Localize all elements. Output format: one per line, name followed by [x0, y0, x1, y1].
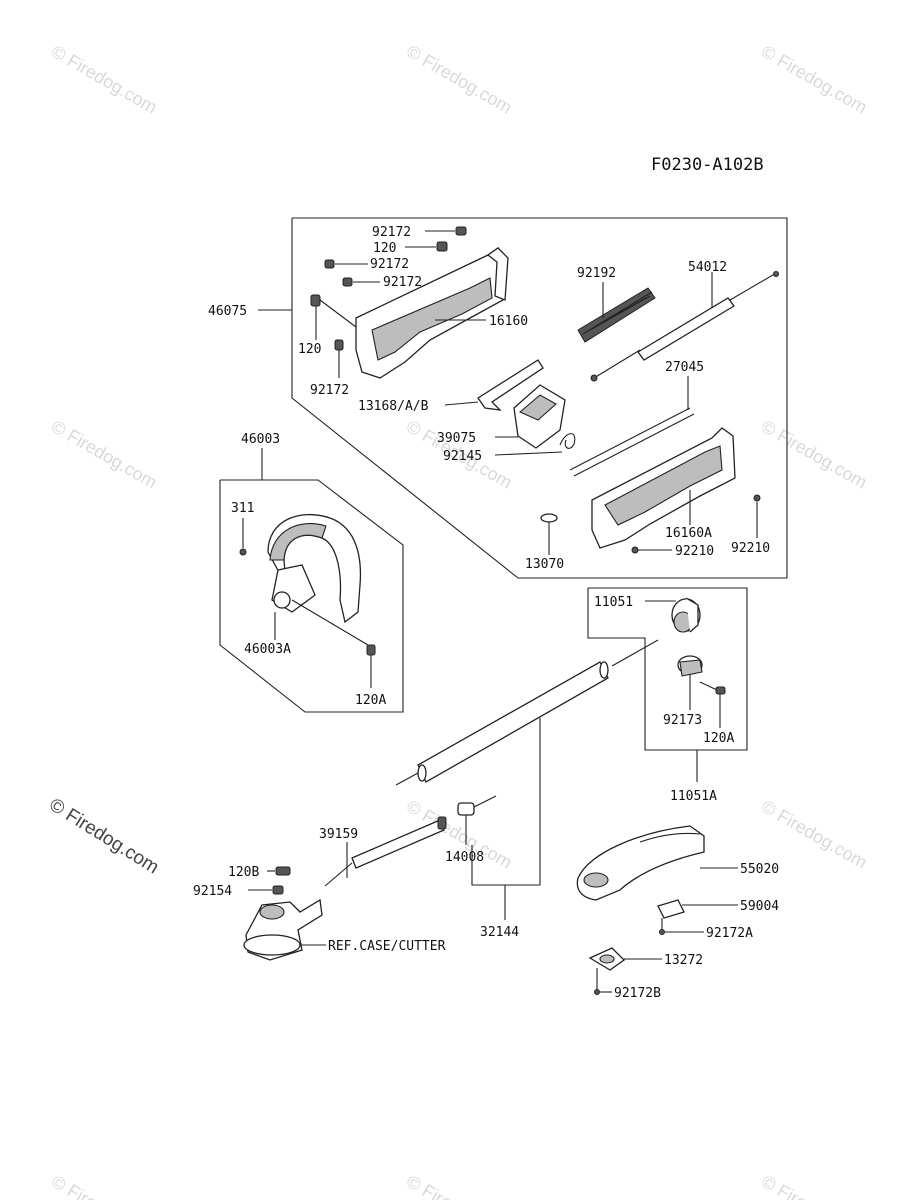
bolt-120-b	[310, 294, 361, 340]
plate-13272	[588, 947, 662, 990]
loop-handle-46003	[239, 513, 369, 646]
label-92172-b: 92172	[370, 257, 409, 272]
watermark-top-center: © Firedog.com	[403, 41, 515, 117]
watermark-mid-right: © Firedog.com	[758, 416, 870, 492]
bolt-92172-c	[342, 277, 380, 287]
label-16160a: 16160A	[665, 526, 712, 541]
label-46003: 46003	[241, 432, 280, 447]
holder-11051	[645, 597, 703, 710]
label-11051: 11051	[594, 595, 633, 610]
label-92154: 92154	[193, 884, 232, 899]
spring-92145	[494, 433, 576, 456]
lock-39075	[495, 384, 566, 449]
label-92145: 92145	[443, 449, 482, 464]
label-39159: 39159	[319, 827, 358, 842]
label-13070: 13070	[525, 557, 564, 572]
watermark-bottom-right: © Firedog.com	[758, 1171, 870, 1200]
label-16160: 16160	[489, 314, 528, 329]
bolt-92210-b	[753, 494, 761, 538]
bolt-92172b	[594, 989, 612, 995]
label-120-a: 120	[373, 241, 396, 256]
label-92172b: 92172B	[614, 986, 661, 1001]
bolt-120-a	[405, 241, 448, 252]
lever-13168	[444, 359, 544, 411]
label-27045: 27045	[665, 360, 704, 375]
diagram-code-text: F0230-A102B	[651, 155, 764, 175]
bolt-92172-d	[334, 339, 344, 378]
bolt-120b	[267, 866, 291, 876]
label-59004: 59004	[740, 899, 779, 914]
label-92210-b: 92210	[731, 541, 770, 556]
cable-54012	[590, 271, 779, 382]
label-92172-c: 92172	[383, 275, 422, 290]
gear-case	[243, 898, 326, 961]
shaft-tube	[395, 639, 659, 786]
label-ref-case-cutter: REF.CASE/CUTTER	[328, 939, 446, 954]
label-46003a: 46003A	[244, 642, 291, 657]
plate-59004	[657, 899, 738, 930]
bushing-14008	[457, 795, 497, 845]
group-outlines	[219, 217, 788, 920]
outline-46075	[291, 217, 788, 579]
label-92172-a: 92172	[372, 225, 411, 240]
handle-16160a	[591, 427, 736, 554]
watermark-mid-left: © Firedog.com	[48, 416, 160, 492]
label-46075: 46075	[208, 304, 247, 319]
bolt-120a-b	[699, 681, 726, 728]
bolt-92154	[248, 885, 284, 895]
label-120b: 120B	[228, 865, 259, 880]
outline-32144	[471, 718, 541, 886]
wire-27045	[569, 376, 695, 477]
bolt-120a-a	[366, 644, 376, 688]
label-14008: 14008	[445, 850, 484, 865]
label-55020: 55020	[740, 862, 779, 877]
label-32144: 32144	[480, 925, 519, 940]
label-92210-a: 92210	[675, 544, 714, 559]
watermark-top-left: © Firedog.com	[48, 41, 160, 117]
spring-92192	[577, 282, 656, 343]
bolt-92172a	[659, 929, 704, 935]
bolt-92172-b	[324, 259, 368, 269]
watermark-bottom-left: © Firedog.com	[48, 1171, 160, 1200]
washer-13070	[540, 513, 558, 555]
label-120-b: 120	[298, 342, 321, 357]
label-120a-a: 120A	[355, 693, 386, 708]
watermark-main: © Firedog.com	[45, 794, 162, 878]
diagram-code: F0230-A102B	[651, 155, 764, 175]
handle-16160	[355, 247, 509, 379]
watermark-bottom-center: © Firedog.com	[403, 1171, 515, 1200]
label-54012: 54012	[688, 260, 727, 275]
outline-11051a	[587, 587, 748, 751]
label-120a-b: 120A	[703, 731, 734, 746]
label-92172a: 92172A	[706, 926, 753, 941]
label-39075: 39075	[437, 431, 476, 446]
shaft-39159	[324, 816, 447, 887]
label-13168: 13168/A/B	[358, 399, 429, 414]
label-92192: 92192	[577, 266, 616, 281]
part-labels: 92172 120 92172 92172 46075 16160 120 92…	[193, 225, 779, 1001]
guard-55020	[576, 825, 738, 901]
label-311: 311	[231, 501, 254, 516]
label-92173: 92173	[663, 713, 702, 728]
label-13272: 13272	[664, 953, 703, 968]
label-92172-d: 92172	[310, 383, 349, 398]
label-11051a: 11051A	[670, 789, 717, 804]
watermark-top-right: © Firedog.com	[758, 41, 870, 117]
bolt-92172-a	[425, 226, 467, 236]
outline-46003	[219, 479, 404, 713]
watermark-main-text: © Firedog.com	[45, 794, 162, 878]
